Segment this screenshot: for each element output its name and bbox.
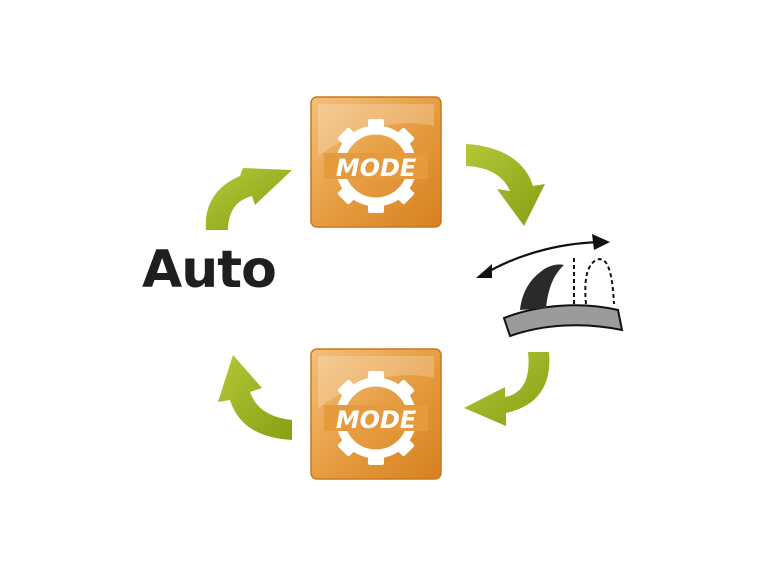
auto-label: Auto <box>142 240 277 300</box>
mode-text: MODE <box>336 154 417 182</box>
mode-button-bottom[interactable]: MODE <box>310 348 442 480</box>
cycle-arrow-icon <box>205 168 292 230</box>
mode-text: MODE <box>336 406 417 434</box>
cycle-arrow-icon <box>466 144 545 226</box>
seat-recline-icon <box>476 234 624 338</box>
cycle-arrow-icon <box>218 355 292 440</box>
gear-icon <box>324 371 428 465</box>
mode-button-top[interactable]: MODE <box>310 96 442 228</box>
gear-icon <box>324 119 428 213</box>
cycle-arrow-icon <box>464 352 550 426</box>
